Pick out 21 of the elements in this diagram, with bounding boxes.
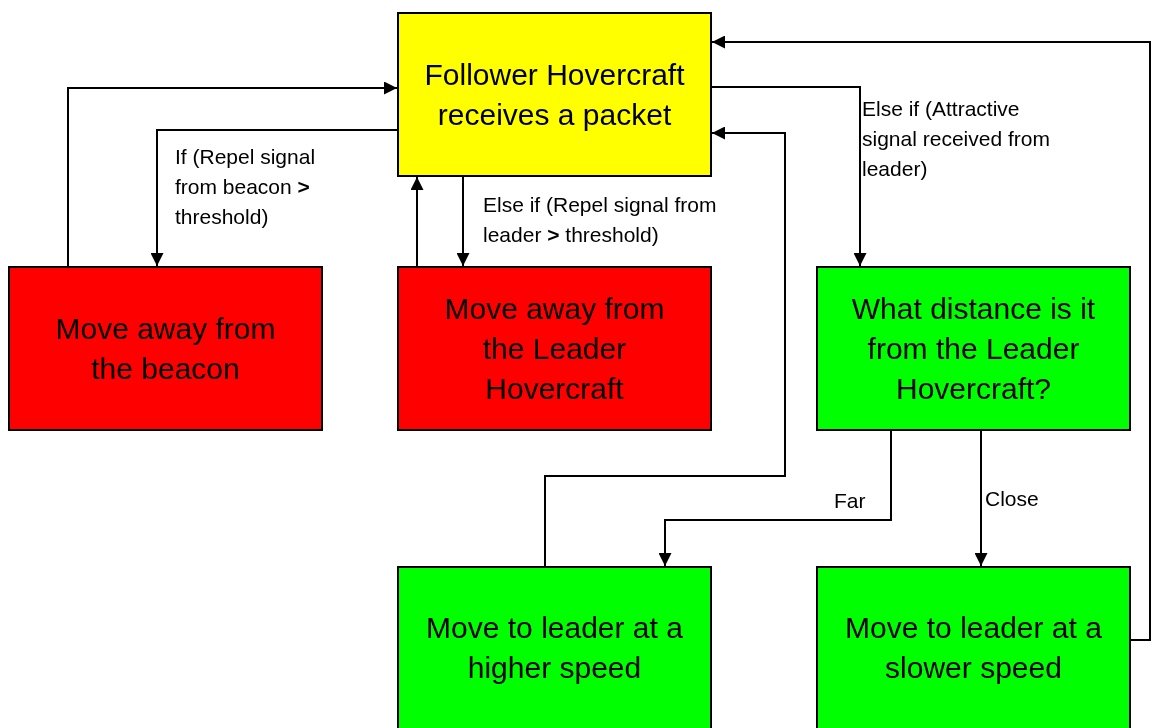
arrow: [544, 126, 786, 567]
process-box: [816, 266, 1131, 431]
box-text: Move away from the Leader Hovercraft: [443, 290, 666, 407]
arrow: [410, 176, 424, 267]
process-box: [397, 266, 712, 431]
process-box: [397, 566, 712, 728]
arrow: [711, 35, 1151, 641]
arrow: [711, 86, 867, 267]
arrow: [456, 176, 470, 267]
process-box: [816, 566, 1131, 728]
arrow: [67, 81, 398, 267]
box-text: What distance is it from the Leader Hovercraft?: [850, 290, 1097, 407]
process-box: [8, 266, 323, 431]
arrow: [974, 430, 988, 567]
arrow: [658, 430, 892, 567]
process-box: [397, 12, 712, 177]
arrow: [150, 129, 398, 267]
box-text: Follower Hovercraft receives a packet: [423, 56, 686, 133]
box-text: Move to leader at a higher speed: [425, 610, 684, 686]
box-text: Move to leader at a slower speed: [844, 610, 1103, 686]
box-text: Move away from the beacon: [54, 310, 277, 387]
